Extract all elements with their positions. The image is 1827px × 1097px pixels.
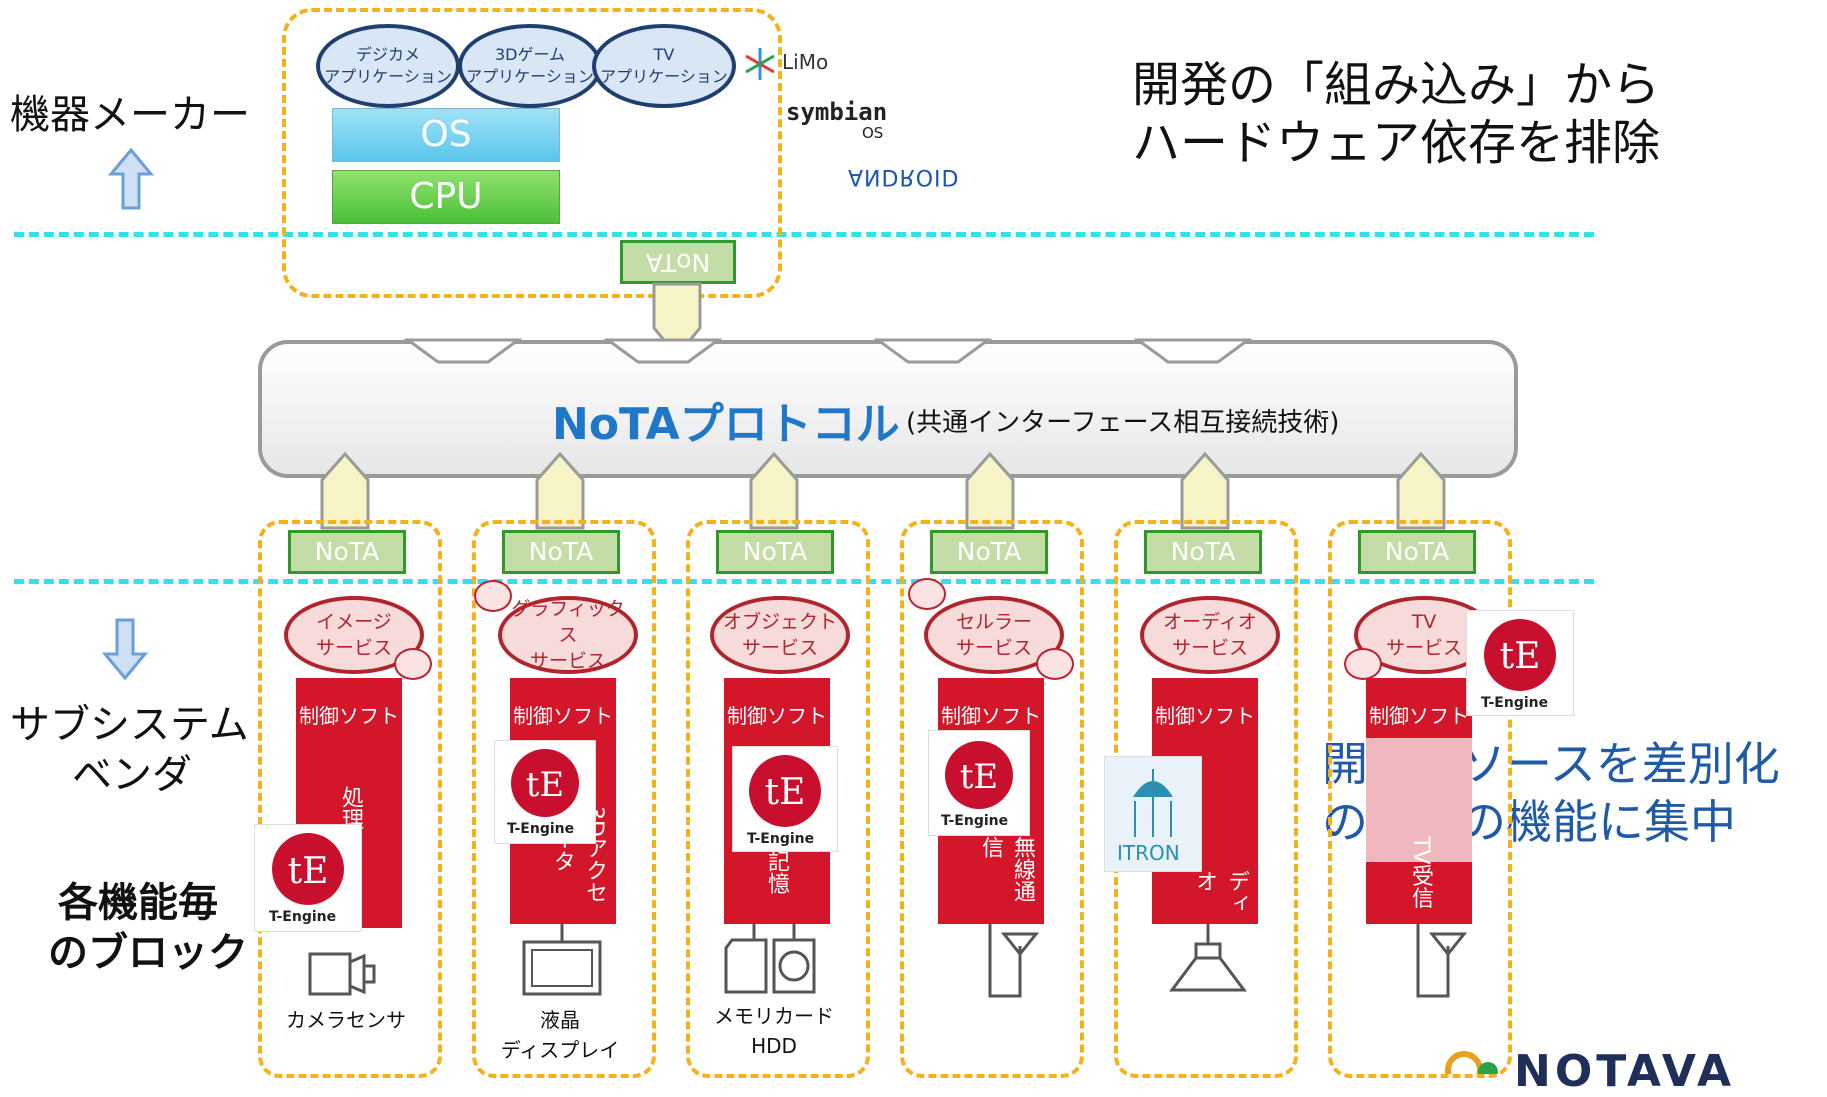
itron-logo-text: ITRON: [1117, 841, 1180, 865]
function-label-object: 記憶: [764, 850, 789, 894]
notava-logo-text: NOTAVA: [1514, 1046, 1736, 1097]
memory-card-icon: [724, 924, 816, 994]
speaker-icon: [1169, 924, 1247, 992]
symbian-os-text: OS: [862, 124, 884, 142]
lcd-display-icon: [522, 924, 602, 996]
vendor6-connector-arrow: [1396, 451, 1446, 530]
svg-text:tE: tE: [288, 851, 329, 892]
tengine-icon: tE: [511, 749, 579, 817]
svg-text:tE: tE: [526, 765, 564, 805]
vendor4-connector-arrow: [965, 451, 1015, 530]
protocol-subtitle: (共通インターフェース相互接続技術): [906, 408, 1340, 438]
tengine-logo-tv: tE T-Engine: [1466, 610, 1574, 716]
notava-logo-icon: [1445, 1051, 1498, 1074]
vendor-nota-graphics: NoTA: [502, 530, 620, 574]
tengine-logo-text: T-Engine: [507, 821, 575, 837]
vendor-nota-image: NoTA: [288, 530, 406, 574]
service-ellipse-object: オブジェクトサービス: [710, 596, 850, 674]
subsystem-label-line2: ベンダ: [72, 752, 192, 798]
blocks-label-line1: 各機能毎: [58, 880, 218, 926]
tengine-logo-text: T-Engine: [747, 831, 815, 847]
service-ellipse-image: イメージサービス: [284, 596, 424, 674]
tengine-icon: tE: [749, 755, 821, 827]
control-software-object: 制御ソフト: [727, 704, 827, 728]
tengine-logo-object: tE T-Engine: [732, 746, 838, 852]
control-software-cellular: 制御ソフト: [941, 704, 1041, 728]
thought-bubble-image: [394, 648, 432, 680]
arrow-down-icon: [102, 618, 148, 680]
app-ellipse-camera: デジカメアプリケーション: [316, 24, 460, 108]
headline-line2: ハードウェア依存を排除: [1132, 115, 1661, 171]
tengine-logo-graphics: tE T-Engine: [494, 740, 596, 844]
tengine-icon: tE: [272, 833, 344, 905]
cpu-block: CPU: [332, 170, 560, 224]
arrow-up-icon: [108, 148, 154, 210]
tengine-logo-text: T-Engine: [941, 813, 1009, 829]
tengine-logo-image: tE T-Engine: [254, 824, 362, 932]
tv-antenna-icon: [1416, 924, 1468, 998]
itron-icon: [1133, 769, 1173, 837]
vendor5-connector-arrow: [1180, 451, 1230, 530]
vendor3-connector-arrow: [749, 451, 799, 530]
function-label-audio: オーディオ: [1192, 870, 1281, 914]
subsystem-label-line1: サブシステム: [10, 702, 249, 748]
service-ellipse-audio: オーディオサービス: [1140, 596, 1280, 674]
camera-sensor-icon: [308, 952, 376, 996]
thought-bubble-cellular-bottom: [1036, 648, 1074, 680]
device-caption-object-line1: メモリカード: [714, 1004, 834, 1028]
limo-logo-text: LiMo: [782, 50, 829, 74]
limo-logo-icon: [745, 48, 775, 80]
cellular-antenna-icon: [988, 924, 1040, 998]
thought-bubble-graphics: [474, 580, 512, 612]
thought-bubble-tv: [1344, 648, 1382, 680]
device-caption-image: カメラセンサ: [286, 1008, 406, 1032]
vendor-nota-tv: NoTA: [1358, 530, 1476, 574]
vendor2-connector-arrow: [535, 451, 585, 530]
headline-line1: 開発の「組み込み」から: [1132, 57, 1661, 113]
vendor-nota-object: NoTA: [716, 530, 834, 574]
protocol-title: NoTAプロトコル: [552, 399, 900, 450]
tengine-logo-cellular: tE T-Engine: [928, 730, 1030, 836]
control-software-graphics: 制御ソフト: [513, 704, 613, 728]
tengine-icon: tE: [1484, 619, 1556, 691]
divider-upper: [14, 232, 1594, 237]
thought-bubble-cellular-top: [908, 578, 946, 610]
tengine-logo-text: T-Engine: [1481, 695, 1549, 711]
divider-lower: [14, 579, 1594, 584]
top-nota-box: NoTA: [620, 240, 736, 284]
vendor-nota-cellular: NoTA: [930, 530, 1048, 574]
tengine-icon: tE: [945, 741, 1013, 809]
control-software-image: 制御ソフト: [299, 704, 399, 728]
blocks-label-line2: のブロック: [48, 930, 248, 976]
device-caption-graphics-line2: ディスプレイ: [500, 1038, 620, 1062]
vendor-nota-audio: NoTA: [1144, 530, 1262, 574]
app-ellipse-3dgame: 3Dゲームアプリケーション: [458, 24, 602, 108]
tengine-logo-text: T-Engine: [269, 909, 337, 925]
control-software-tv: 制御ソフト: [1369, 704, 1469, 728]
symbian-logo-text: symbian: [786, 98, 888, 126]
protocol-notches: [403, 338, 1253, 364]
manufacturer-stack-box: [282, 8, 782, 298]
svg-text:tE: tE: [765, 772, 806, 813]
vendor1-connector-arrow: [320, 451, 370, 530]
control-software-audio: 制御ソフト: [1155, 704, 1255, 728]
tv-overlay-panel: [1366, 738, 1472, 862]
function-label-cellular: 無線通信: [978, 836, 1035, 902]
manufacturer-label: 機器メーカー: [10, 92, 250, 138]
os-block: OS: [332, 108, 560, 162]
android-logo-text: ANDROID: [848, 164, 960, 189]
service-ellipse-graphics: グラフィックスサービス: [498, 596, 638, 674]
device-caption-graphics-line1: 液晶: [540, 1008, 580, 1032]
function-label-image: 処理: [338, 786, 363, 830]
device-caption-object-line2: HDD: [751, 1034, 797, 1058]
svg-text:tE: tE: [1500, 636, 1541, 677]
itron-logo: ITRON: [1104, 756, 1202, 872]
svg-text:tE: tE: [960, 757, 998, 797]
function-label-tv: TV受信: [1408, 836, 1433, 909]
